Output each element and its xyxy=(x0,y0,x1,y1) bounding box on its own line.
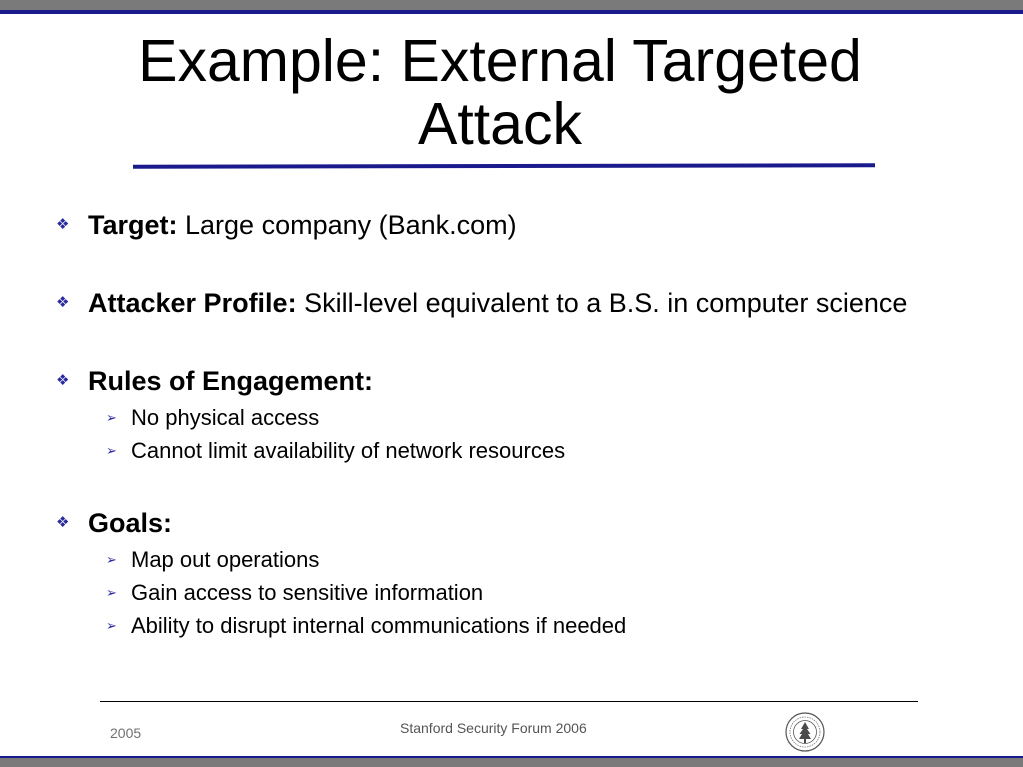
sub-bullet: ➢ Cannot limit availability of network r… xyxy=(56,434,956,467)
sub-bullet-text: Ability to disrupt internal communicatio… xyxy=(131,613,627,638)
title-line-1: Example: External Targeted xyxy=(138,28,862,94)
bullet-goals: ❖ Goals: xyxy=(56,503,956,543)
title-underline xyxy=(132,163,876,169)
bottom-frame-bar xyxy=(0,756,1023,767)
arrow-bullet-icon: ➢ xyxy=(106,618,117,633)
diamond-bullet-icon: ❖ xyxy=(56,514,70,531)
bullet-label: Attacker Profile: xyxy=(88,288,297,318)
sub-bullet-text: Cannot limit availability of network res… xyxy=(131,438,566,463)
bullet-label: Goals: xyxy=(88,508,173,538)
slide-title: Example: External Targeted Attack xyxy=(60,30,940,156)
sub-bullet-text: No physical access xyxy=(131,405,320,430)
stanford-seal-icon xyxy=(785,712,825,752)
bullet-text: Large company (Bank.com) xyxy=(177,210,517,240)
bullet-attacker-profile: ❖ Attacker Profile: Skill-level equivale… xyxy=(56,283,956,323)
sub-bullet: ➢ Ability to disrupt internal communicat… xyxy=(56,609,956,642)
sub-bullet: ➢ Gain access to sensitive information xyxy=(56,576,956,609)
bullet-rules-of-engagement: ❖ Rules of Engagement: xyxy=(56,361,956,401)
diamond-bullet-icon: ❖ xyxy=(56,372,70,389)
arrow-bullet-icon: ➢ xyxy=(106,443,117,458)
footer-divider xyxy=(100,701,918,702)
bullet-label: Target: xyxy=(88,210,178,240)
sub-bullet: ➢ No physical access xyxy=(56,401,956,434)
arrow-bullet-icon: ➢ xyxy=(106,410,117,425)
diamond-bullet-icon: ❖ xyxy=(56,294,70,311)
bullet-target: ❖ Target: Large company (Bank.com) xyxy=(56,205,956,245)
top-frame-bar xyxy=(0,0,1023,10)
footer-year: 2005 xyxy=(110,725,142,741)
sub-bullet: ➢ Map out operations xyxy=(56,543,956,576)
arrow-bullet-icon: ➢ xyxy=(106,552,117,567)
footer-title: Stanford Security Forum 2006 xyxy=(400,720,587,736)
bullet-text: Skill-level equivalent to a B.S. in comp… xyxy=(296,288,908,318)
sub-bullet-text: Gain access to sensitive information xyxy=(131,580,484,605)
title-line-2: Attack xyxy=(418,91,582,157)
bullet-list: ❖ Target: Large company (Bank.com) ❖ Att… xyxy=(56,205,956,642)
bullet-label: Rules of Engagement: xyxy=(88,366,374,396)
arrow-bullet-icon: ➢ xyxy=(106,585,117,600)
sub-bullet-text: Map out operations xyxy=(131,547,320,572)
diamond-bullet-icon: ❖ xyxy=(56,216,70,233)
top-accent-line xyxy=(0,10,1023,14)
